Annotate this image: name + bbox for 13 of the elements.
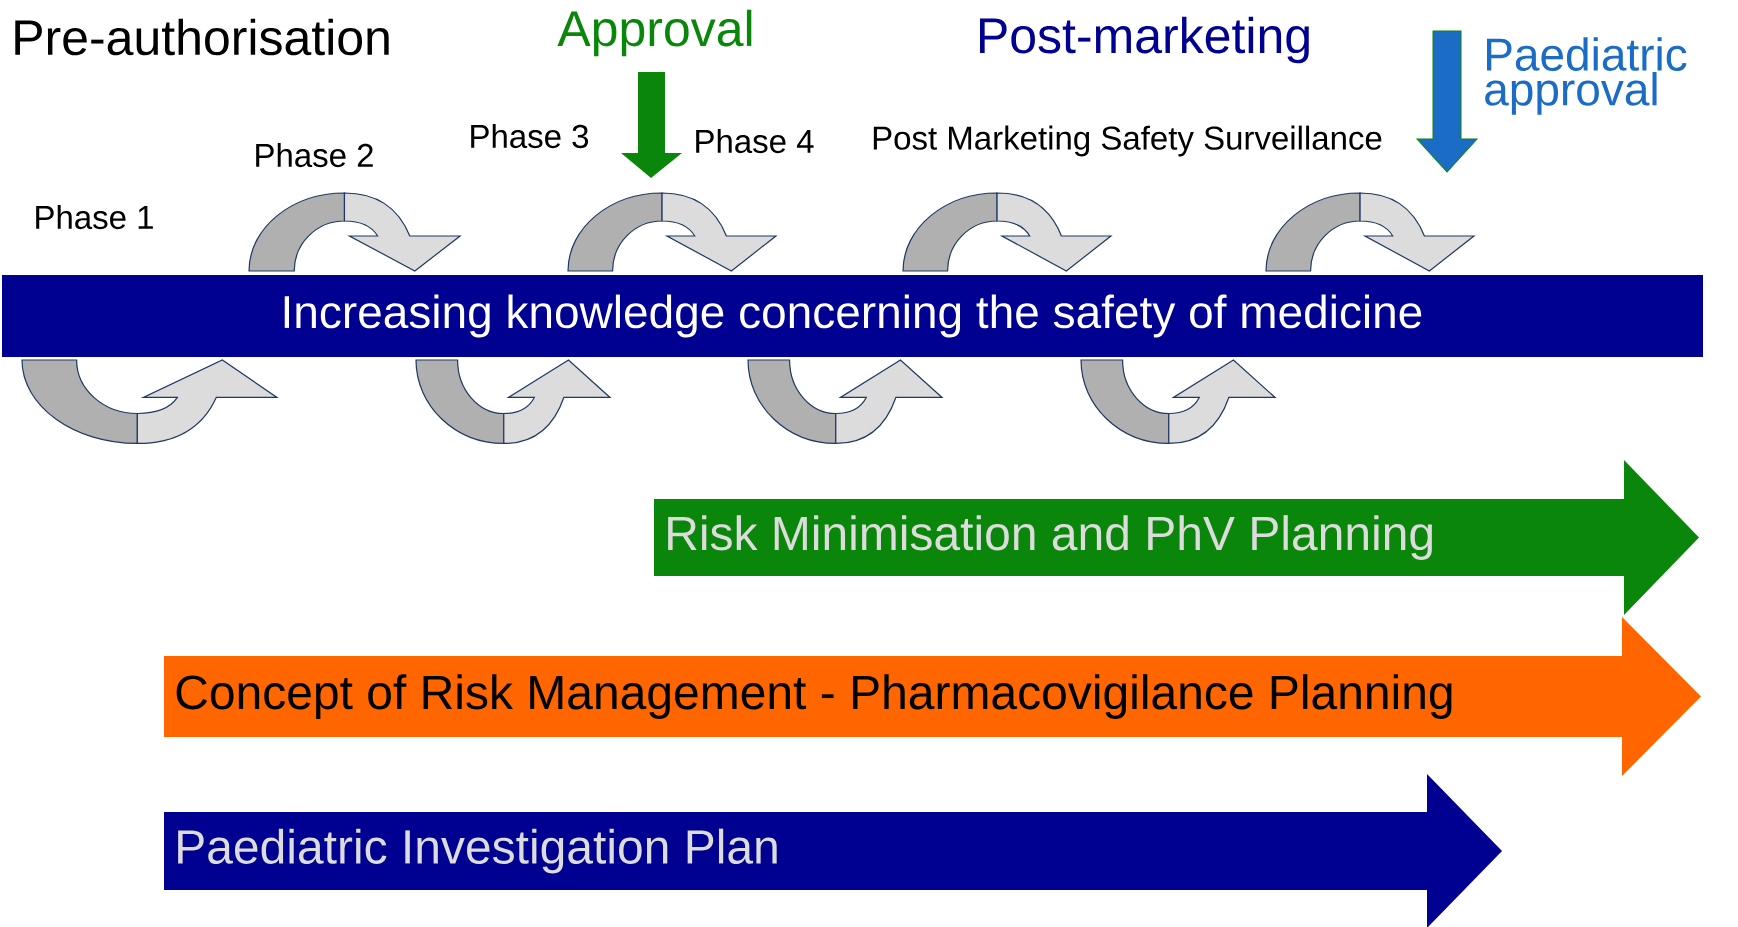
- phase-label: Phase 2: [256, 142, 373, 168]
- phase-label: Phase 1: [36, 204, 153, 230]
- heading: Post-marketing: [980, 16, 1309, 64]
- band: Increasing knowledge concerning the safety of medicine: [2, 275, 1703, 357]
- arrow-banner: Paediatric Investigation Plan: [164, 774, 1502, 927]
- phase-label: Phase 4: [696, 128, 814, 154]
- phase-label: Phase 3: [471, 123, 589, 149]
- heading: Paediatric approval: [1485, 37, 1687, 115]
- phase-label: Post Marketing Safety Surveillance: [873, 125, 1382, 157]
- heading: Pre-authorisation: [15, 18, 389, 56]
- arrow-banner: Risk Minimisation and PhV Planning: [654, 460, 1699, 615]
- heading: Approval: [557, 9, 752, 57]
- arrow-banner: Concept of Risk Management - Pharmacovigilance Planning: [164, 617, 1701, 776]
